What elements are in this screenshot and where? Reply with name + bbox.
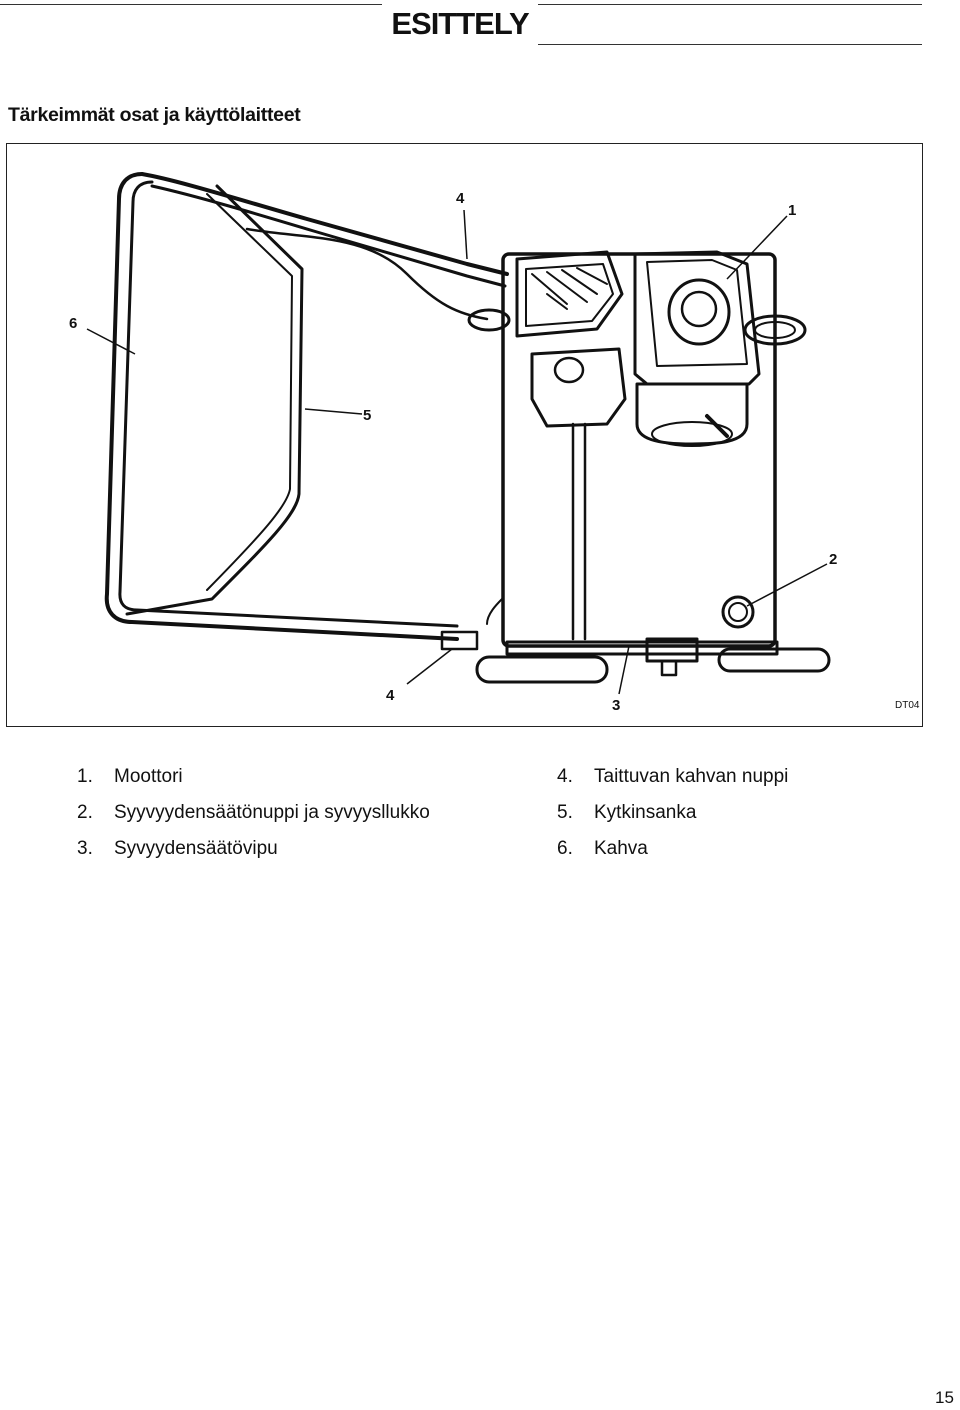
legend-label: Kytkinsanka	[594, 802, 697, 823]
callout-6: 6	[69, 315, 78, 332]
figure-code: DT04	[895, 700, 920, 711]
callout-4-bottom: 4	[386, 687, 395, 704]
legend-label: Syyvyydensäätönuppi ja syvyysllukko	[114, 802, 430, 823]
legend-label: Moottori	[114, 766, 183, 787]
callout-1: 1	[788, 202, 797, 219]
header-rule-bottom	[538, 44, 922, 45]
callout-4-top: 4	[456, 190, 465, 207]
page-number: 15	[935, 1388, 954, 1407]
header-rule-right	[538, 4, 922, 5]
page-title: ESITTELY	[391, 6, 529, 41]
header-rule-left	[0, 4, 382, 5]
legend-label: Kahva	[594, 838, 648, 859]
callout-2: 2	[829, 551, 838, 568]
legend-number: 1.	[77, 766, 93, 787]
figure-frame: 4 1 6 5 2 4 3 DT04	[6, 143, 923, 727]
legend-number: 3.	[77, 838, 93, 859]
legend-number: 6.	[557, 838, 573, 859]
legend-number: 5.	[557, 802, 573, 823]
callout-3: 3	[612, 697, 621, 714]
legend-label: Taittuvan kahvan nuppi	[594, 766, 789, 787]
callout-5: 5	[363, 407, 372, 424]
legend-number: 2.	[77, 802, 93, 823]
mower-illustration	[86, 172, 831, 695]
section-title: Tärkeimmät osat ja käyttölaitteet	[8, 104, 301, 126]
legend-number: 4.	[557, 766, 573, 787]
legend-label: Syvyydensäätövipu	[114, 838, 278, 859]
